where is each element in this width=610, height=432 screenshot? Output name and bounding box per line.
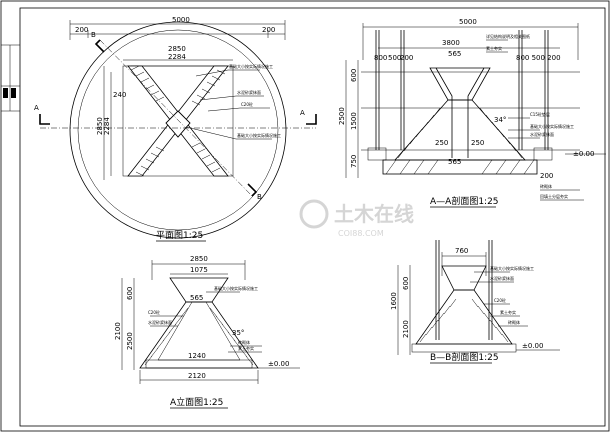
title-strip [1,44,20,112]
aa-dim-d4: 500 [388,54,401,62]
ael-dim-ang: 35° [232,329,244,337]
aa-note-6: 砖砌体 [540,183,552,189]
ael-dim-mid: 565 [190,294,203,302]
aa-note-4: 基础大小按实际情况施工 [530,123,574,129]
plan-dim-overall: 5000 [172,16,190,24]
aa-note-7: 回填土分层夯实 [540,193,568,199]
plan-dim-v2: 2284 [103,117,111,135]
ael-dim-bottom2: 1240 [188,352,206,360]
aa-dim-h3: 1500 [350,112,358,130]
ael-dim-top2: 1075 [190,266,208,274]
bb-note-4: 素土夯实 [500,309,516,315]
bb-dim-h1: 600 [402,277,410,290]
aa-dim-h1: 600 [350,69,358,82]
aa-dim-d1: 3800 [442,39,460,47]
bb-note-2: 水泥砂浆抹面 [490,275,514,281]
plan-mark-b-bottom: B [257,193,262,201]
ael-dim-top: 2850 [190,255,208,263]
plan-note-1: 基础大小按实际情况施工 [229,63,273,69]
svg-text:800 500 200: 800 500 200 [516,54,561,62]
plan-note-4: 基础大小按实际情况施工 [237,132,281,138]
bb-section-view: 760 600 1600 2100 ±0.00 基础 [390,240,560,364]
plan-view: 5000 200 200 2850 2284 2850 2284 240 [34,16,317,242]
ael-elev: ±0.00 [268,360,289,368]
plan-dim-right: 200 [262,26,275,34]
drawing-border [19,7,606,427]
watermark-main: 土木在线 [334,202,414,226]
ael-note-5: 素土夯实 [238,345,254,351]
aa-dim-a3: 565 [448,158,461,166]
ael-dim-h1: 600 [126,287,134,300]
aa-dim-d5: 200 [400,54,413,62]
plan-outer-circle [69,21,287,239]
bb-note-5: 砖砌体 [508,319,520,325]
ael-note-2: C20砼 [148,309,160,315]
plan-mark-a-left: A [34,104,39,112]
bb-dim-top: 760 [455,247,468,255]
bb-elev: ±0.00 [522,342,543,350]
ael-note-4: 砖砌体 [238,339,250,345]
plan-note-2: 水泥砂浆抹面 [237,89,261,95]
bb-funnel-top [441,265,487,291]
aa-note-5: 水泥砂浆抹面 [530,131,554,137]
plan-mark-a-right: A [300,109,305,117]
plan-inner-circle [77,29,279,231]
plan-note-3: C20砼 [241,101,253,107]
a-elevation-view: 2850 1075 600 2100 2500 565 1240 2120 35… [114,255,300,409]
aa-dim-overall: 5000 [459,18,477,26]
aa-dim-d3: 800 [374,54,387,62]
aa-dim-b1: 200 [540,172,553,180]
aa-note-3: C15砼垫层 [530,111,550,117]
bb-dim-h2: 1600 [390,292,398,310]
watermark: 土木在线 COI88.COM [299,199,414,238]
aa-dim-h2: 2500 [338,107,346,125]
aa-note-1: 详见结构说明及相关图纸 [486,33,530,39]
aa-dim-a2: 250 [471,139,484,147]
aa-dim-a1: 250 [435,139,448,147]
ael-title: A立面图1:25 [170,396,223,408]
aa-title: A—A剖面图1:25 [430,195,499,207]
plan-dim-v3: 240 [113,91,126,99]
ael-note-3: 水泥砂浆抹面 [148,319,172,325]
plan-dim-left: 200 [75,26,88,34]
bb-dim-h3: 2100 [402,320,410,338]
ael-dim-h3: 2500 [126,332,134,350]
ael-dim-bottom: 2120 [188,372,206,380]
plan-mark-b-top: B [91,31,96,39]
aa-dim-d2: 565 [448,50,461,58]
plan-dim-v1: 2850 [96,117,104,135]
ael-dim-h2: 2100 [114,322,122,340]
plan-title: 平面图1:25 [156,230,203,241]
aa-note-2: 素土夯实 [486,45,502,51]
aa-section-view: 5000 3800 565 800 500 200 800 500 200 60… [338,18,606,208]
bb-note-3: C20砼 [494,297,506,303]
ael-note-1: 基础大小按实际情况施工 [214,285,258,291]
watermark-sub: COI88.COM [338,229,384,238]
plan-dim-inner: 2850 [168,45,186,53]
aa-dim-ang: 34° [494,116,506,124]
bb-note-1: 基础大小按实际情况施工 [490,265,534,271]
bb-title: B—B剖面图1:25 [430,351,499,363]
aa-dim-h4: 750 [350,155,358,168]
plan-dim-core: 2284 [168,53,186,61]
plan-x-arms [127,65,229,177]
